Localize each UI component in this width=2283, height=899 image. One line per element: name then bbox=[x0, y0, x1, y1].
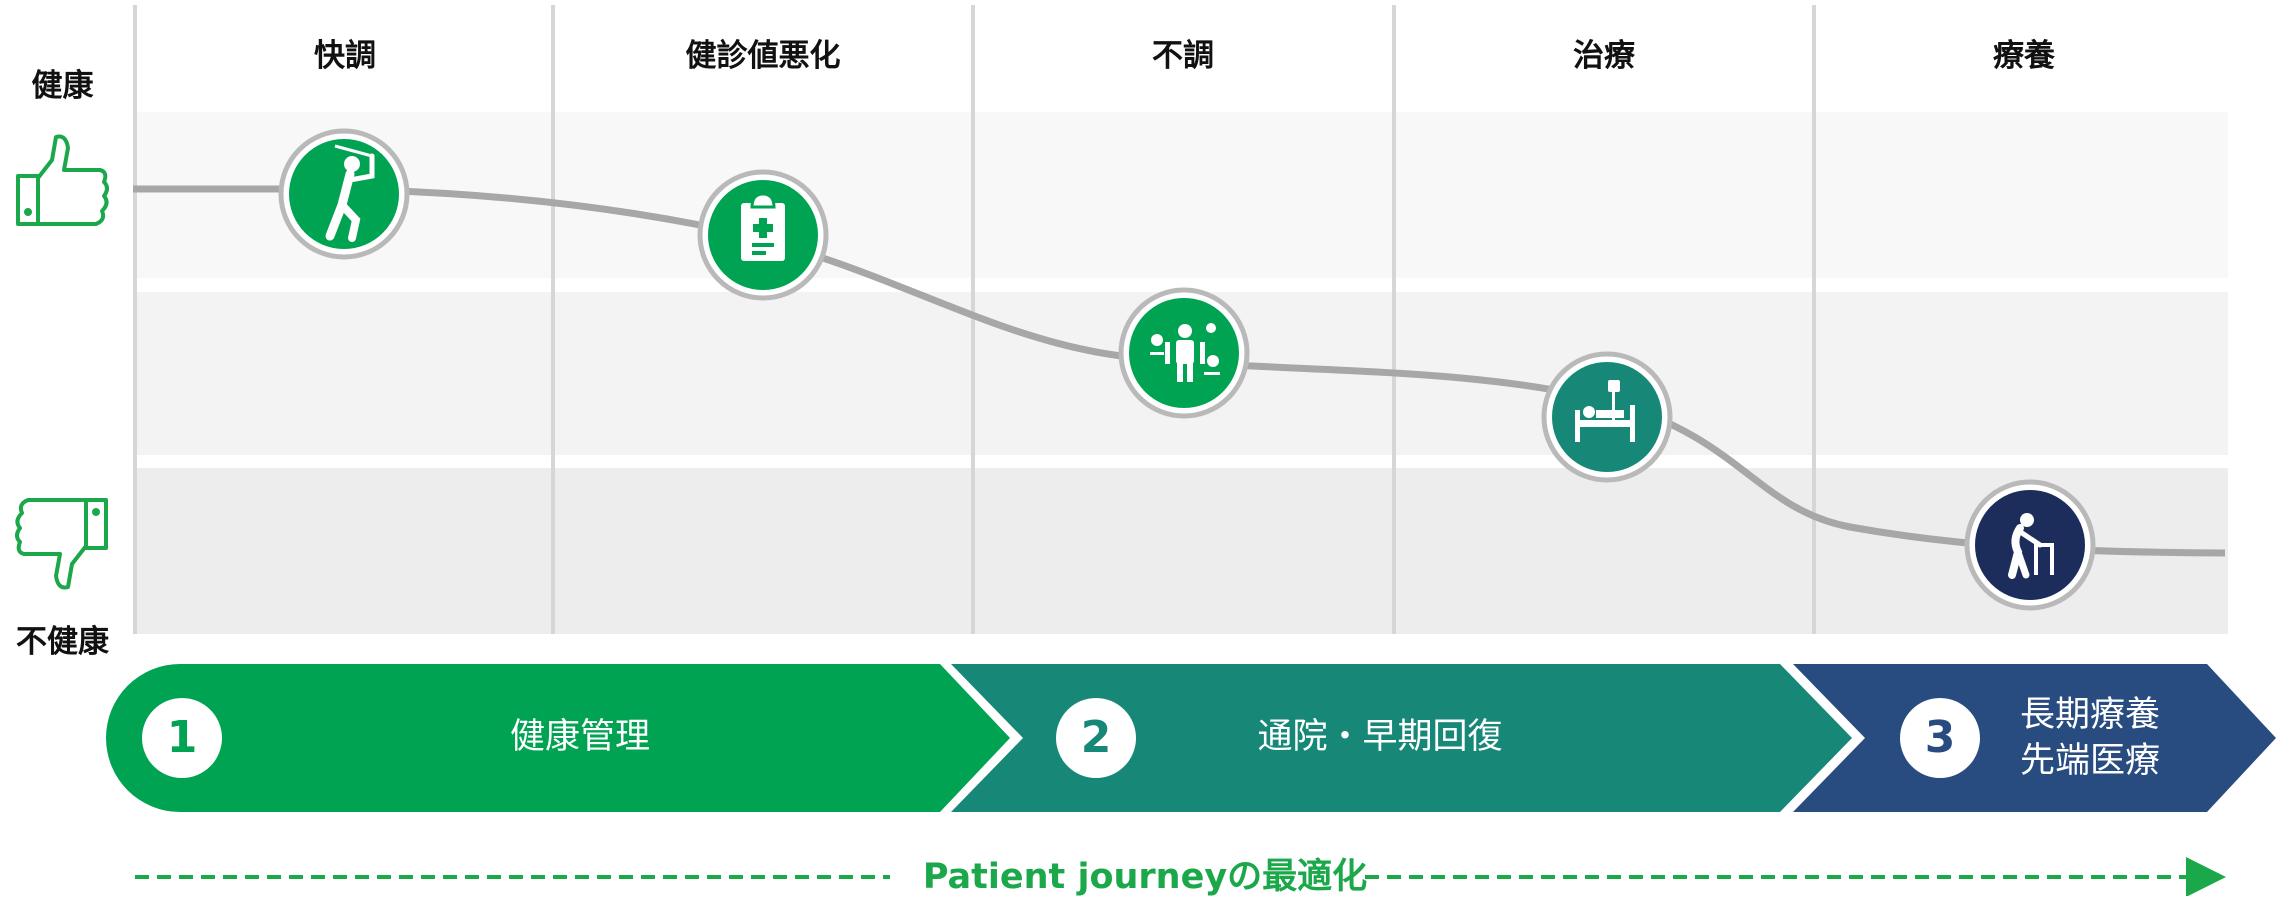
phase-1-banner bbox=[106, 664, 1010, 812]
axis-label-healthy: 健康 bbox=[31, 68, 94, 104]
axis-label-unhealthy: 不健康 bbox=[16, 624, 109, 660]
journey-label: Patient journeyの最適化 bbox=[922, 857, 1368, 897]
phase-3-label: 長期療養 先端医療 bbox=[2019, 695, 2160, 781]
phase-1-label: 健康管理 bbox=[509, 717, 650, 757]
stage-label-recuperation: 療養 bbox=[1993, 38, 2055, 74]
stage-label-kaichou: 快調 bbox=[314, 38, 376, 74]
stage-label-treatment: 治療 bbox=[1573, 38, 1635, 74]
thumbs-up-icon bbox=[16, 134, 109, 226]
stage-label-checkup-worsening: 健診値悪化 bbox=[685, 38, 841, 74]
thumbs-down-icon bbox=[15, 498, 108, 590]
clipboard-medical-icon bbox=[697, 169, 829, 301]
patient-exam-icon bbox=[1118, 287, 1250, 419]
hospital-bed-icon bbox=[1541, 351, 1673, 483]
column-dividers bbox=[133, 5, 1816, 634]
band-unhealthy bbox=[135, 468, 2228, 634]
phase-3-number: 3 bbox=[1900, 698, 1980, 778]
stage-label-fuchou: 不調 bbox=[1152, 38, 1214, 74]
walker-elderly-icon bbox=[1964, 479, 2096, 611]
phase-2-label: 通院・早期回復 bbox=[1257, 717, 1503, 757]
golfer-icon bbox=[278, 128, 410, 260]
phase-2-banner bbox=[951, 664, 1852, 812]
phase-2-number: 2 bbox=[1056, 698, 1136, 778]
phase-3-banner bbox=[1793, 664, 2276, 812]
phase-1-number: 1 bbox=[142, 698, 222, 778]
